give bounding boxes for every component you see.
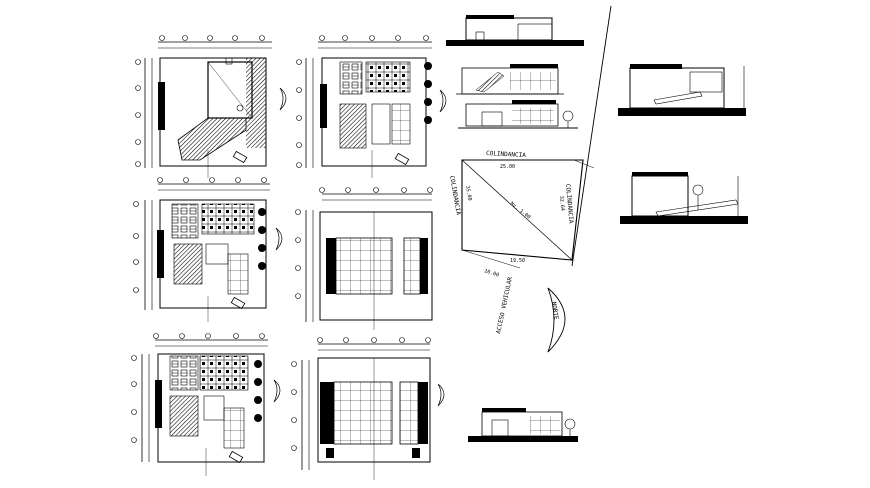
site-label-top: COLINDANCIA xyxy=(486,150,526,159)
north-arrow-small xyxy=(273,379,281,403)
section-a xyxy=(618,64,746,116)
ceiling-plan-2 xyxy=(291,337,445,480)
site-label-bottom-value: 19.50 xyxy=(510,258,525,264)
axis-bubbles-left xyxy=(133,201,139,293)
site-label-top-value: 25.00 xyxy=(500,164,515,170)
axis-bubbles-left xyxy=(131,355,137,443)
axis-bubbles-left xyxy=(291,361,297,451)
site-label-diagonal: Nv. 1.00 xyxy=(509,201,532,221)
tree-column xyxy=(254,360,262,422)
north-arrow-small xyxy=(437,383,445,407)
north-arrow-small xyxy=(275,227,283,251)
tree-column xyxy=(424,62,432,124)
axis-bubbles-left xyxy=(296,59,302,168)
site-label-right-value: 32.64 xyxy=(558,196,565,212)
elevation-bottom xyxy=(468,408,578,442)
site-polygon: COLINDANCIA 25.00 COLINDANCIA 35.00 COLI… xyxy=(448,150,595,353)
elevation-side-b xyxy=(458,100,578,129)
axis-bubbles-top xyxy=(319,187,433,193)
site-roof-plan xyxy=(135,35,287,178)
site-label-right: COLINDANCIA xyxy=(564,184,574,225)
site-label-access: ACCESO VEHICULAR xyxy=(495,276,514,334)
section-cut-line xyxy=(571,5,612,267)
axis-bubbles-top xyxy=(319,35,429,41)
axis-bubbles-top xyxy=(157,177,267,183)
elevation-side-a xyxy=(456,64,564,95)
site-label-left-value: 35.00 xyxy=(464,185,473,201)
section-b xyxy=(620,172,748,224)
ground-floor-plan xyxy=(296,35,447,178)
second-floor-plan xyxy=(131,333,281,476)
axis-bubbles-top xyxy=(159,35,265,41)
site-label-left: COLINDANCIA xyxy=(448,175,462,216)
north-arrow-small xyxy=(279,87,287,111)
north-label: NORTE xyxy=(550,301,559,320)
north-arrow-small xyxy=(439,89,447,113)
axis-bubbles-left xyxy=(295,209,301,299)
ceiling-plan-1 xyxy=(295,187,433,330)
axis-bubbles-left xyxy=(135,59,141,167)
first-floor-plan xyxy=(133,177,283,322)
axis-bubbles-top xyxy=(317,337,431,343)
elevation-main-top xyxy=(446,15,584,46)
tree-column xyxy=(258,208,266,270)
site-label-street-value: 10.00 xyxy=(483,268,499,278)
axis-bubbles-top xyxy=(153,333,265,339)
north-arrow: NORTE xyxy=(547,287,566,353)
